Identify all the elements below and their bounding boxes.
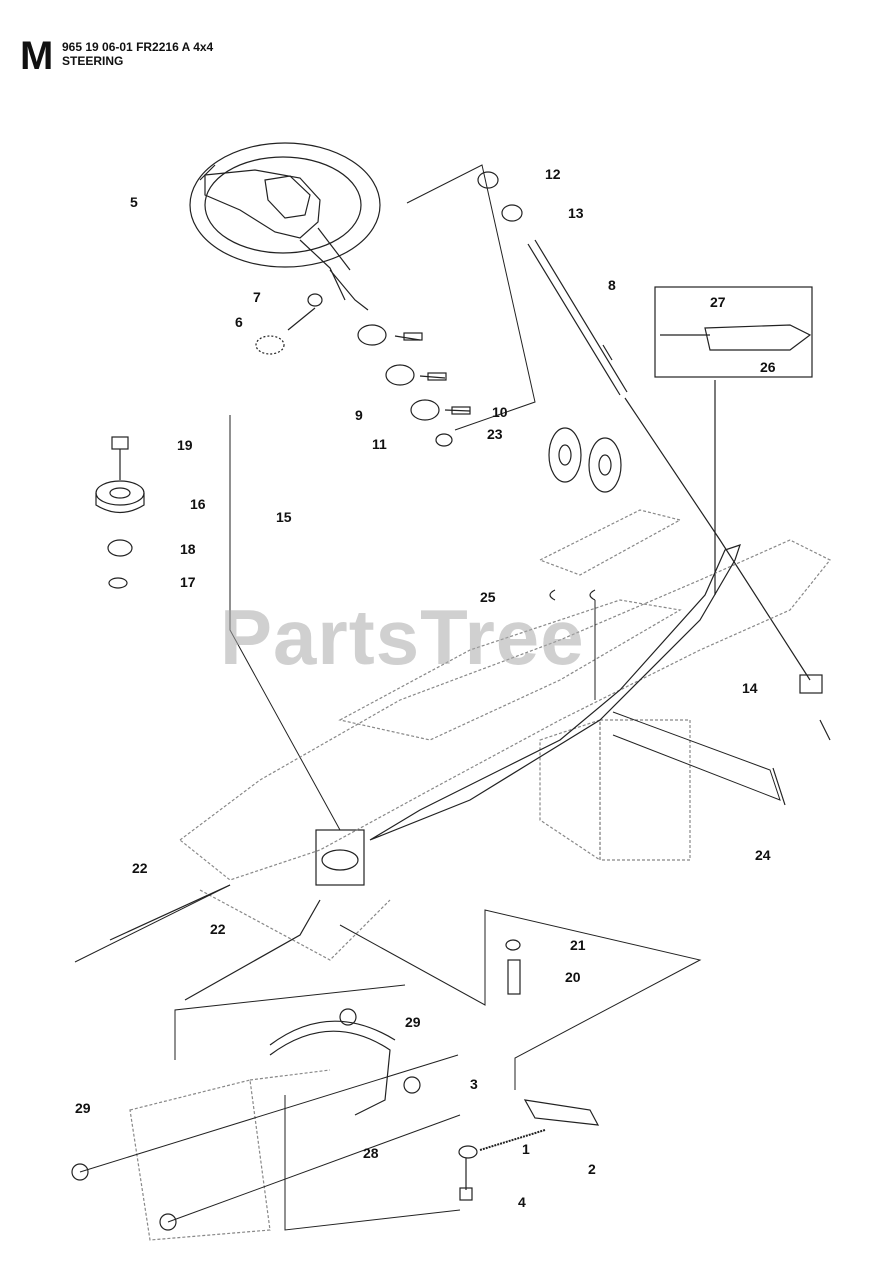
callout-22b[interactable]: 22	[210, 921, 226, 937]
callout-3[interactable]: 3	[470, 1076, 478, 1092]
pulley-stack[interactable]	[95, 436, 145, 589]
callout-6[interactable]: 6	[235, 314, 243, 330]
callout-12[interactable]: 12	[545, 166, 561, 182]
callout-8[interactable]: 8	[608, 277, 616, 293]
partstree-watermark: PartsTree	[220, 593, 585, 681]
steering-column-parts[interactable]	[255, 269, 471, 447]
section-letter: M	[20, 34, 54, 78]
detail-box-26-27	[654, 286, 813, 378]
diagram-title: STEERING	[62, 54, 124, 68]
detail-box-pulley	[315, 829, 365, 886]
tractor-frame	[129, 509, 831, 1241]
callout-24[interactable]: 24	[755, 847, 771, 863]
diagram-code: 965 19 06-01 FR2216 A 4x4	[62, 40, 214, 54]
callout-9[interactable]: 9	[355, 407, 363, 423]
steering-cable[interactable]	[369, 544, 741, 841]
callout-21[interactable]: 21	[570, 937, 586, 953]
callout-23[interactable]: 23	[487, 426, 503, 442]
callout-28[interactable]: 28	[363, 1145, 379, 1161]
callout-20[interactable]: 20	[565, 969, 581, 985]
callout-7[interactable]: 7	[253, 289, 261, 305]
callout-5[interactable]: 5	[130, 194, 138, 210]
callout-16[interactable]: 16	[190, 496, 206, 512]
callout-22a[interactable]: 22	[132, 860, 148, 876]
callout-4[interactable]: 4	[518, 1194, 526, 1210]
steering-wheel[interactable]	[189, 142, 381, 301]
callout-10[interactable]: 10	[492, 404, 508, 420]
callout-18[interactable]: 18	[180, 541, 196, 557]
pulleys[interactable]	[548, 427, 622, 493]
callout-14[interactable]: 14	[742, 680, 758, 696]
callout-29b[interactable]: 29	[75, 1100, 91, 1116]
callout-2[interactable]: 2	[588, 1161, 596, 1177]
callout-26[interactable]: 26	[760, 359, 776, 375]
callout-1[interactable]: 1	[522, 1141, 530, 1157]
callout-27[interactable]: 27	[710, 294, 726, 310]
callout-19[interactable]: 19	[177, 437, 193, 453]
callout-17[interactable]: 17	[180, 574, 196, 590]
callout-15[interactable]: 15	[276, 509, 292, 525]
callout-13[interactable]: 13	[568, 205, 584, 221]
callout-25[interactable]: 25	[480, 589, 496, 605]
steering-shaft[interactable]	[477, 171, 811, 681]
callout-29a[interactable]: 29	[405, 1014, 421, 1030]
callout-11[interactable]: 11	[372, 436, 387, 452]
